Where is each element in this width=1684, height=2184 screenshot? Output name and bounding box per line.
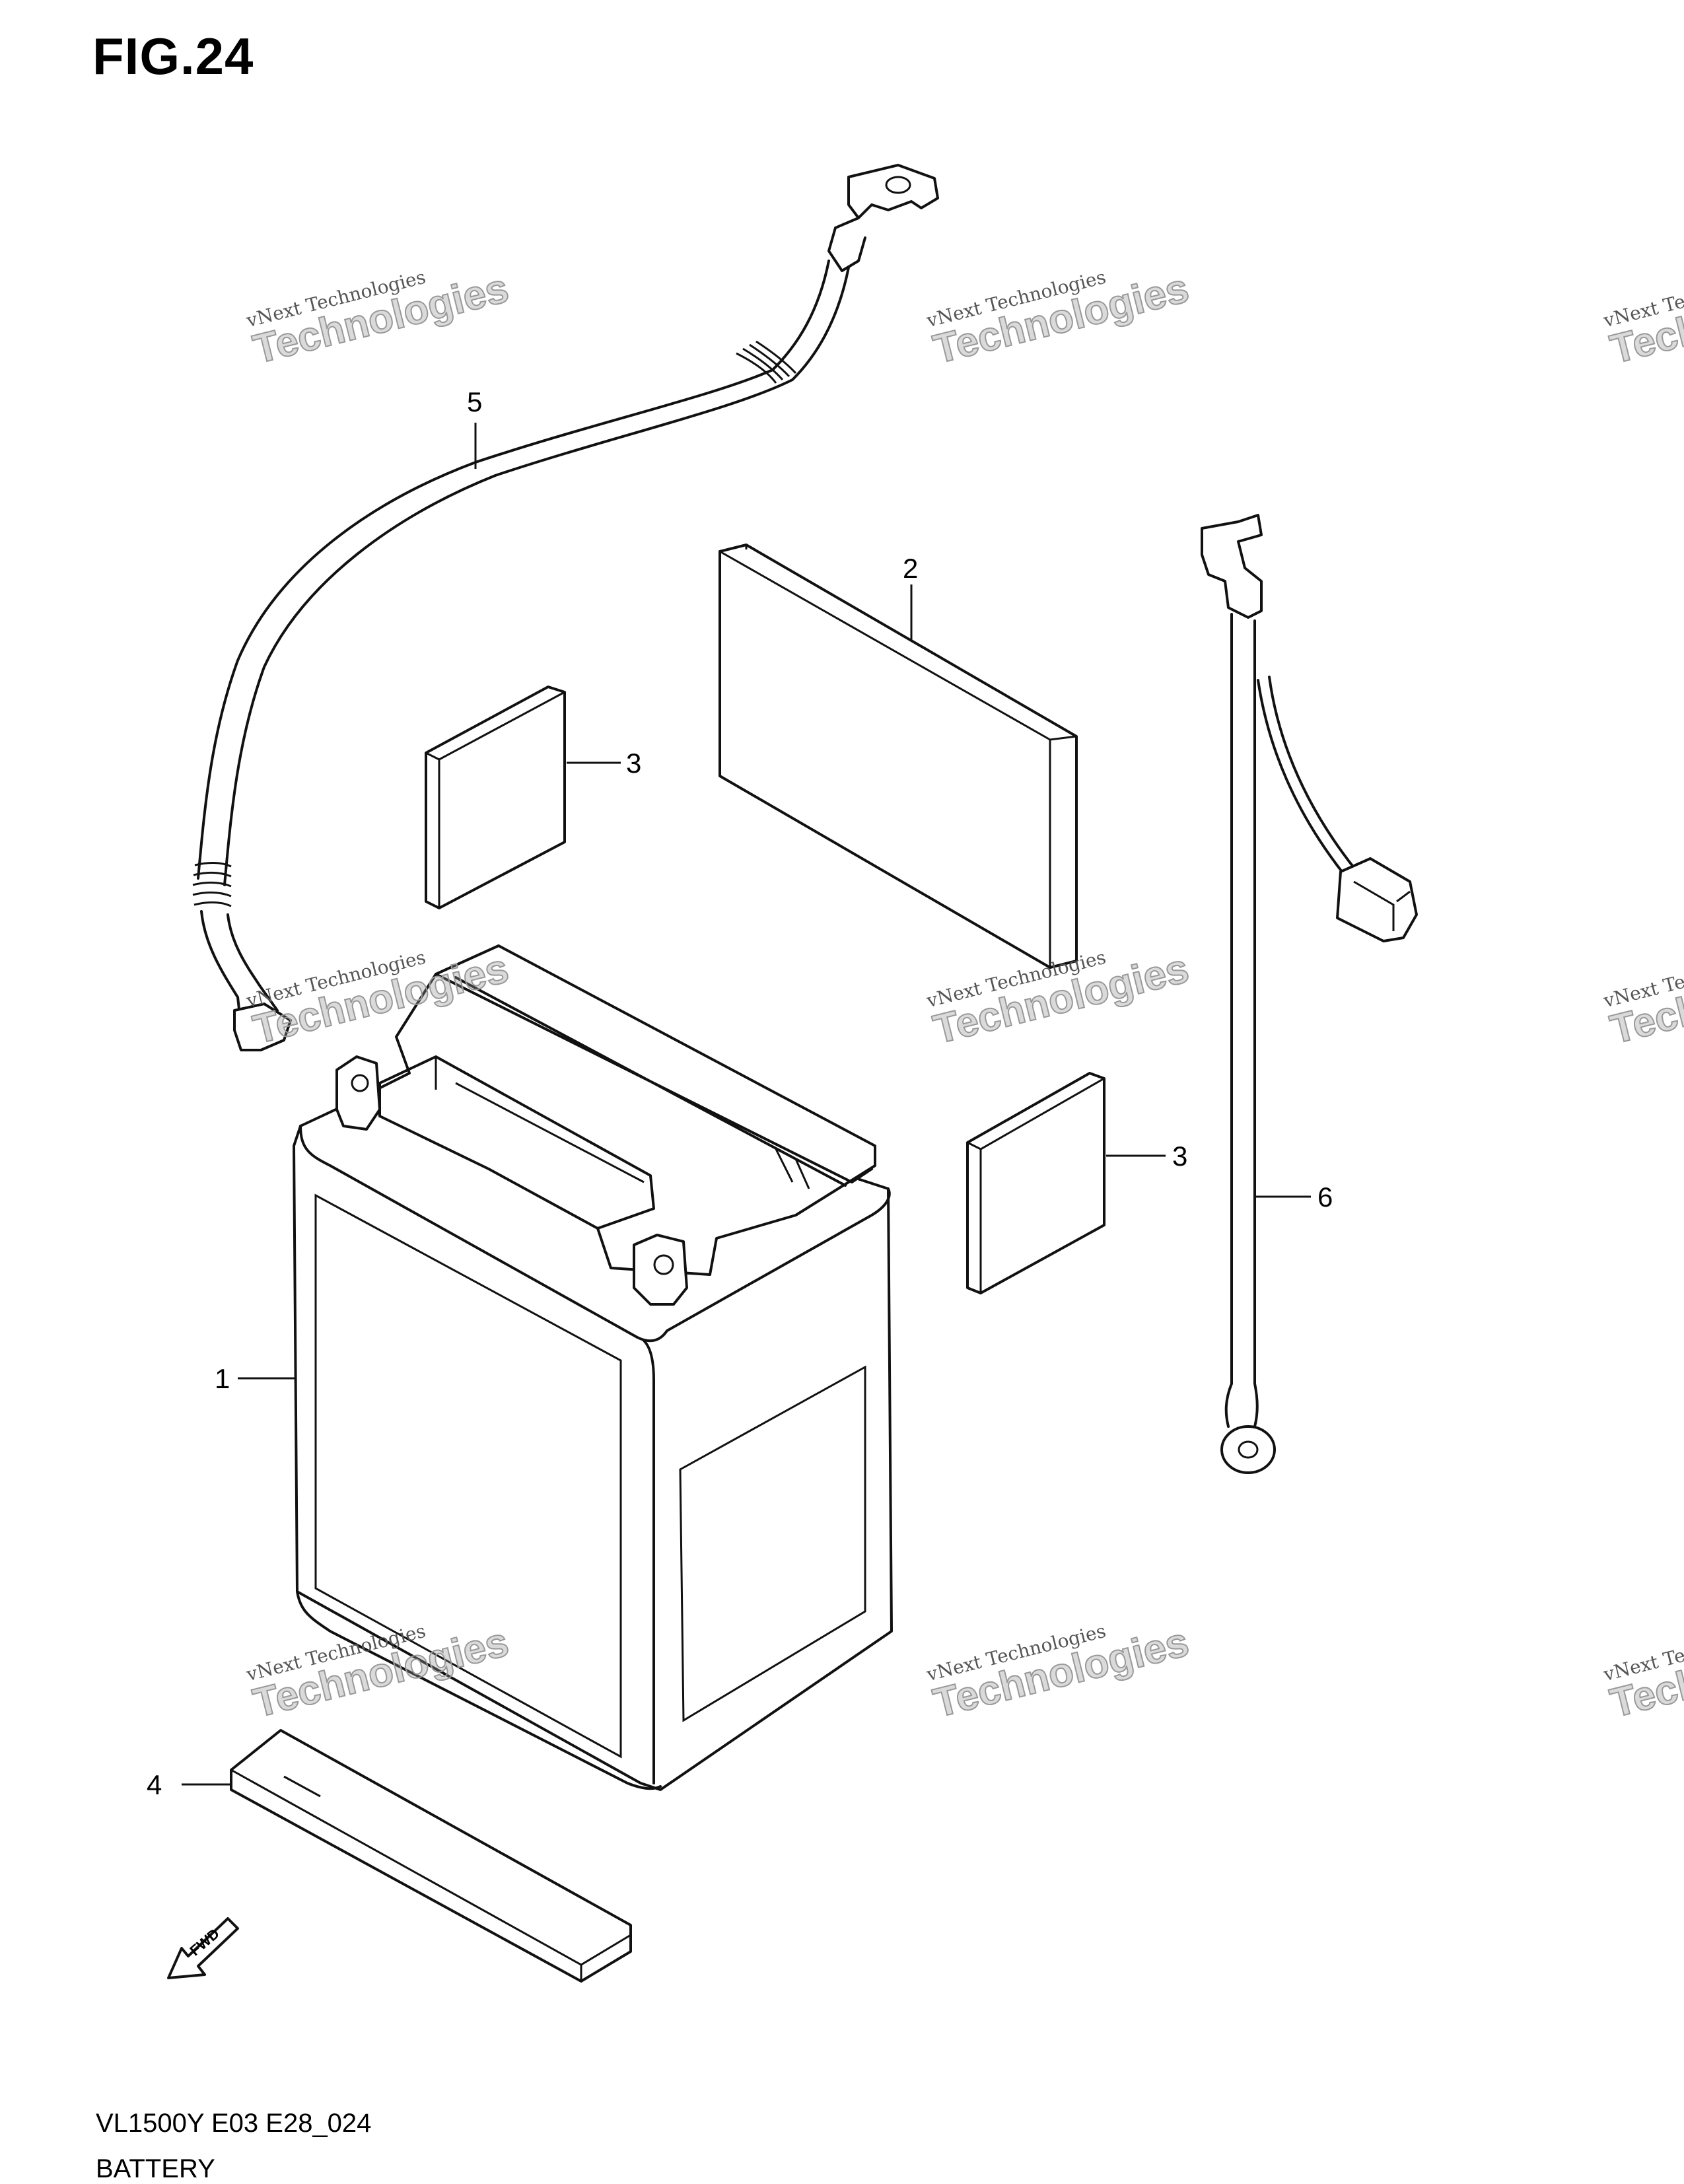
callout-6: 6 — [1317, 1181, 1333, 1213]
part-3-small-pad-upper[interactable] — [425, 686, 566, 909]
part-1-battery[interactable] — [293, 944, 893, 1791]
part-5-battery-cable[interactable] — [192, 164, 939, 1051]
fwd-arrow-icon — [167, 1917, 239, 1979]
part-2-large-pad[interactable] — [719, 544, 1078, 969]
figure-title: FIG.24 — [92, 27, 254, 85]
callout-5: 5 — [467, 386, 483, 417]
part-3-small-pad-lower[interactable] — [966, 1072, 1105, 1294]
callout-3-upper: 3 — [626, 748, 642, 779]
part-4-bottom-pad[interactable] — [230, 1729, 632, 1983]
callout-1: 1 — [215, 1363, 230, 1394]
part-6-ground-lead[interactable] — [1201, 514, 1418, 1474]
callout-4: 4 — [147, 1769, 162, 1800]
part-group-name: BATTERY — [96, 2154, 215, 2183]
callout-3-lower: 3 — [1172, 1141, 1188, 1172]
callout-2: 2 — [903, 553, 919, 584]
model-code: VL1500Y E03 E28_024 — [96, 2109, 372, 2138]
leader-lines — [182, 423, 1311, 1786]
